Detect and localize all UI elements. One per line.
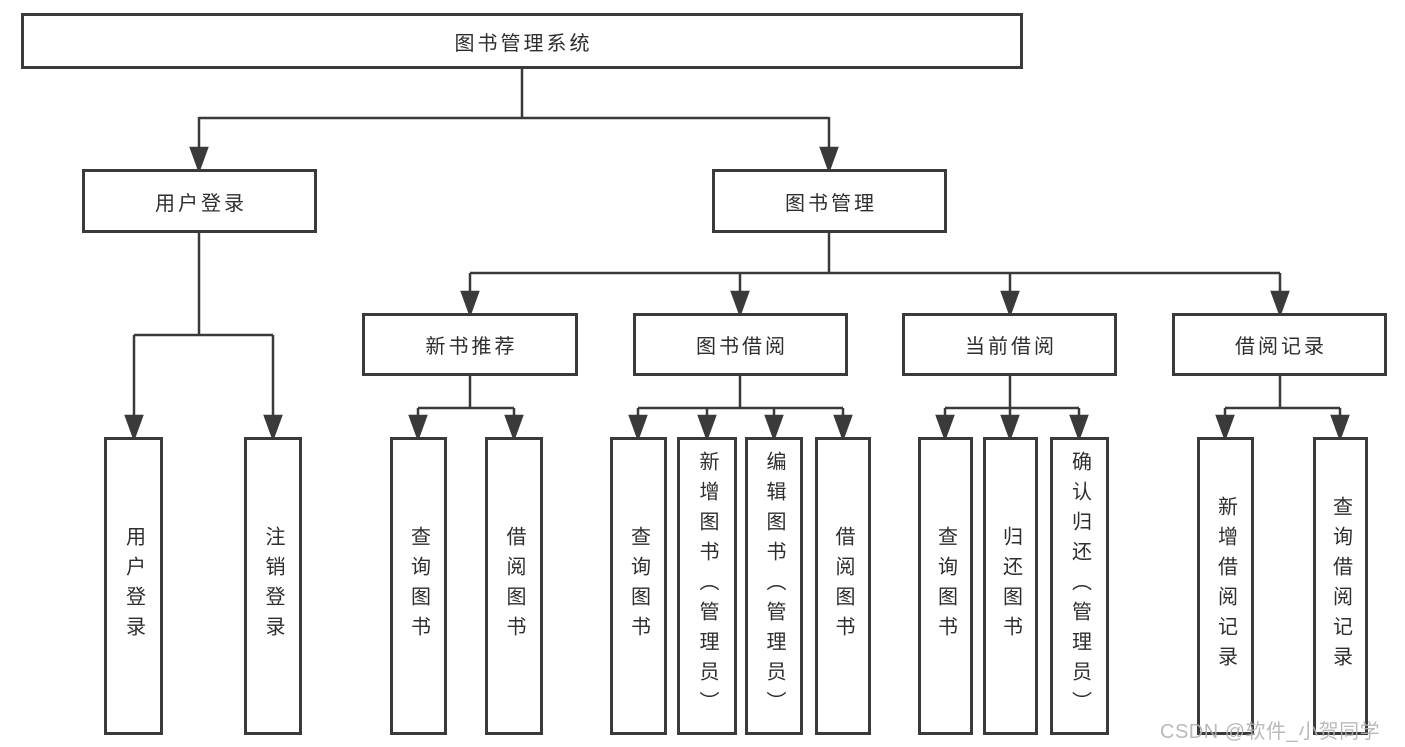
leaf-add-books-admin-label: 新增图书（管理员） [696,451,718,721]
node-user-login-label: 用户登录 [155,192,247,215]
leaf-edit-books-admin-label: 编辑图书（管理员） [763,451,785,721]
leaf-newbook-borrow-books: 借阅图书 [485,437,543,735]
leaf-add-borrow-record-label: 新增借阅记录 [1214,496,1237,676]
connector-book-borrowing-to-leaves [628,376,853,442]
leaf-confirm-return-admin: 确认归还（管理员） [1050,437,1109,735]
leaf-query-borrow-record-label: 查询借阅记录 [1329,496,1352,676]
node-book-management: 图书管理 [712,169,947,233]
leaf-query-borrow-record: 查询借阅记录 [1313,437,1368,735]
leaf-edit-books-admin: 编辑图书（管理员） [745,437,803,735]
leaf-borrowing-query-books: 查询图书 [610,437,667,735]
leaf-newbook-borrow-books-label: 借阅图书 [503,526,525,646]
connector-borrowing-records-to-leaves [1215,376,1350,442]
leaf-return-books: 归还图书 [983,437,1038,735]
node-current-borrowing-label: 当前借阅 [965,336,1057,358]
node-book-borrowing-label: 图书借阅 [696,336,788,358]
node-borrowing-records-label: 借阅记录 [1235,336,1327,358]
leaf-newbook-query-books-label: 查询图书 [407,526,430,646]
connector-book-management-to-level3 [460,233,1290,318]
csdn-watermark: CSDN @软件_小贺同学 [1160,721,1381,743]
node-book-borrowing: 图书借阅 [633,313,848,376]
node-user-login: 用户登录 [82,169,317,233]
leaf-return-books-label: 归还图书 [999,526,1022,646]
leaf-current-query-books: 查询图书 [918,437,973,735]
connector-user-login-to-leaves [124,233,283,442]
connector-current-borrowing-to-leaves [935,376,1089,442]
leaf-user-login: 用户登录 [104,437,163,735]
node-new-book-recommendation: 新书推荐 [362,313,578,376]
node-borrowing-records: 借阅记录 [1172,313,1387,376]
leaf-borrowing-borrow-books-label: 借阅图书 [832,526,854,646]
leaf-confirm-return-admin-label: 确认归还（管理员） [1068,451,1091,721]
node-current-borrowing: 当前借阅 [902,313,1117,376]
node-root-system-label: 图书管理系统 [454,32,593,55]
connector-root-to-level2 [189,69,839,174]
leaf-add-borrow-record: 新增借阅记录 [1197,437,1254,735]
node-book-management-label: 图书管理 [785,192,877,215]
leaf-logout: 注销登录 [244,437,302,735]
connector-new-book-to-leaves [408,376,524,442]
leaf-logout-label: 注销登录 [262,526,284,646]
node-new-book-recommendation-label: 新书推荐 [425,336,518,358]
leaf-user-login-label: 用户登录 [122,526,145,646]
leaf-current-query-books-label: 查询图书 [934,526,957,646]
leaf-borrowing-query-books-label: 查询图书 [627,526,650,646]
node-root-system: 图书管理系统 [21,13,1023,69]
leaf-newbook-query-books: 查询图书 [390,437,447,735]
leaf-borrowing-borrow-books: 借阅图书 [815,437,871,735]
leaf-add-books-admin: 新增图书（管理员） [677,437,737,735]
